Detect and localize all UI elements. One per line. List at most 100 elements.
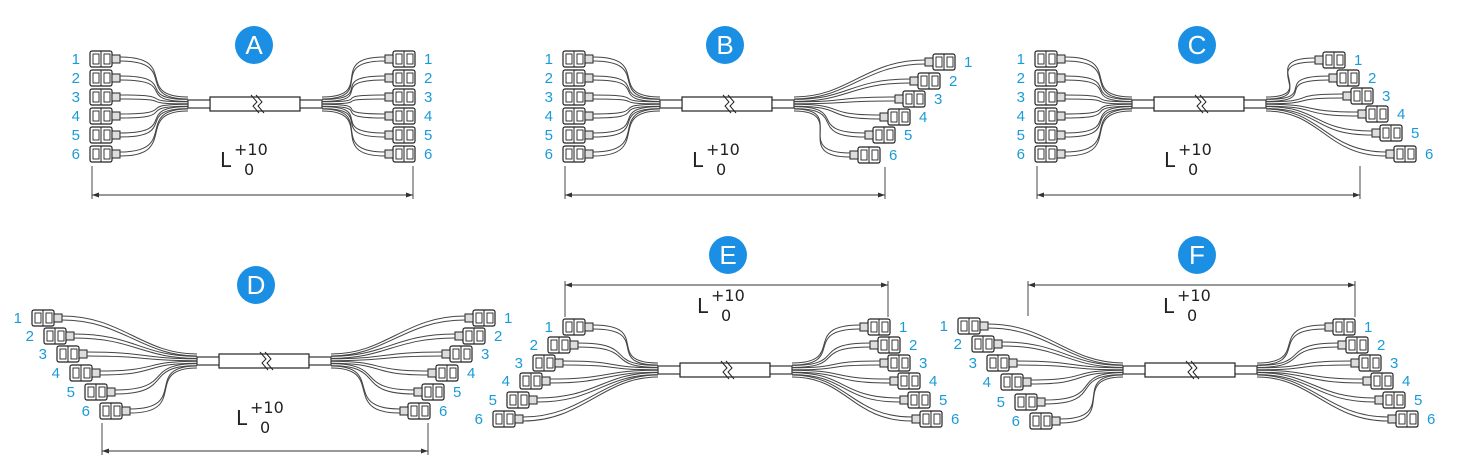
connector-latch xyxy=(565,72,573,84)
connector-boot xyxy=(1056,149,1066,159)
right-port-number: 2 xyxy=(909,337,917,354)
connector-boot xyxy=(1374,395,1384,405)
connector-boot xyxy=(111,54,121,64)
right-port-number: 2 xyxy=(424,70,432,87)
right-port-number: 4 xyxy=(919,109,927,126)
duplex-lc-connector-icon xyxy=(89,88,121,106)
connector-latch xyxy=(70,348,78,360)
lower-tolerance: 0 xyxy=(721,306,731,325)
connector-latch xyxy=(395,91,403,103)
connector-latch xyxy=(1014,376,1022,388)
connector-latch xyxy=(475,312,483,324)
break-mark xyxy=(1194,94,1204,114)
connector-latch xyxy=(1048,72,1056,84)
connector-latch xyxy=(1339,72,1347,84)
connector-boot xyxy=(1387,414,1397,424)
fiber-cable xyxy=(1256,374,1389,418)
fiber-cable xyxy=(321,56,386,98)
dimension-arrow xyxy=(1037,192,1044,198)
fiber-cable xyxy=(791,369,891,380)
connector-latch xyxy=(1028,396,1036,408)
breakout-transition xyxy=(187,99,211,109)
fiber-cable xyxy=(1030,369,1124,381)
connector-latch xyxy=(921,394,929,406)
fiber-cable xyxy=(1265,108,1387,153)
duplex-lc-connector-icon xyxy=(1342,87,1374,105)
connector-latch xyxy=(103,110,111,122)
connector-latch xyxy=(565,110,573,122)
connector-latch xyxy=(890,111,898,123)
connector-boot xyxy=(413,387,423,397)
duplex-lc-connector-icon xyxy=(492,410,524,428)
duplex-lc-connector-icon xyxy=(519,372,551,390)
connector-latch xyxy=(1384,375,1392,387)
left-port-number: 3 xyxy=(545,89,553,106)
connector-latch xyxy=(92,148,100,160)
fiber-cable xyxy=(330,355,443,362)
fiber-cable xyxy=(791,374,913,418)
fiber-cable xyxy=(592,94,661,103)
breakout-transition xyxy=(1122,365,1146,375)
right-port-number: 4 xyxy=(1397,106,1405,123)
diagram-label: D xyxy=(247,270,266,300)
connector-boot xyxy=(979,321,989,331)
connector-latch xyxy=(1037,91,1045,103)
fiber-cable xyxy=(1001,341,1124,366)
right-port-number: 6 xyxy=(424,146,432,163)
connector-latch xyxy=(1003,376,1011,388)
connector-latch xyxy=(1348,339,1356,351)
connector-boot xyxy=(569,340,579,350)
connector-latch xyxy=(1396,394,1404,406)
upper-tolerance: +10 xyxy=(1178,140,1212,159)
connector-latch xyxy=(875,129,883,141)
duplex-lc-connector-icon xyxy=(89,126,121,144)
connector-latch xyxy=(1385,394,1393,406)
breakout-transition xyxy=(1243,99,1267,109)
connector-latch xyxy=(901,357,909,369)
connector-latch xyxy=(452,348,460,360)
connector-boot xyxy=(53,313,63,323)
connector-boot xyxy=(384,130,394,140)
fiber-cable xyxy=(114,365,198,395)
duplex-lc-connector-icon xyxy=(986,354,1018,372)
connector-latch xyxy=(1048,148,1056,160)
connector-boot xyxy=(427,368,437,378)
duplex-lc-connector-icon xyxy=(1350,354,1382,372)
fiber-cable xyxy=(330,365,415,395)
duplex-lc-connector-icon xyxy=(399,402,431,420)
break-mark xyxy=(259,351,269,371)
connector-boot xyxy=(584,149,594,159)
connector-boot xyxy=(464,313,474,323)
duplex-lc-connector-icon xyxy=(1387,410,1419,428)
connector-latch xyxy=(1373,375,1381,387)
right-port-number: 5 xyxy=(904,127,912,144)
duplex-lc-connector-icon xyxy=(1034,107,1066,125)
connector-latch xyxy=(395,53,403,65)
fiber-cable xyxy=(793,106,866,134)
connector-latch xyxy=(565,53,573,65)
fiber-cable xyxy=(1265,108,1373,136)
fiber-cable xyxy=(549,371,659,384)
fiber-cable xyxy=(1256,372,1376,399)
fiber-cable xyxy=(592,56,661,98)
left-port-number: 1 xyxy=(72,51,80,68)
connector-latch xyxy=(920,75,928,87)
connector-latch xyxy=(576,91,584,103)
connector-latch xyxy=(1017,396,1025,408)
connector-latch xyxy=(113,405,121,417)
connector-boot xyxy=(111,111,121,121)
fiber-cable xyxy=(793,103,881,116)
left-port-number: 5 xyxy=(72,127,80,144)
connector-latch xyxy=(465,330,473,342)
fiber-cable xyxy=(330,362,429,376)
fiber-cable xyxy=(592,324,659,364)
fiber-cable xyxy=(592,108,661,153)
fiber-cable xyxy=(330,333,456,357)
fiber-cable xyxy=(321,98,386,105)
duplex-lc-connector-icon xyxy=(384,107,416,125)
duplex-lc-connector-icon xyxy=(1362,372,1394,390)
connector-latch xyxy=(1037,129,1045,141)
connector-latch xyxy=(1335,321,1343,333)
dimension-arrow xyxy=(1028,282,1035,288)
duplex-lc-connector-icon xyxy=(1357,105,1389,123)
